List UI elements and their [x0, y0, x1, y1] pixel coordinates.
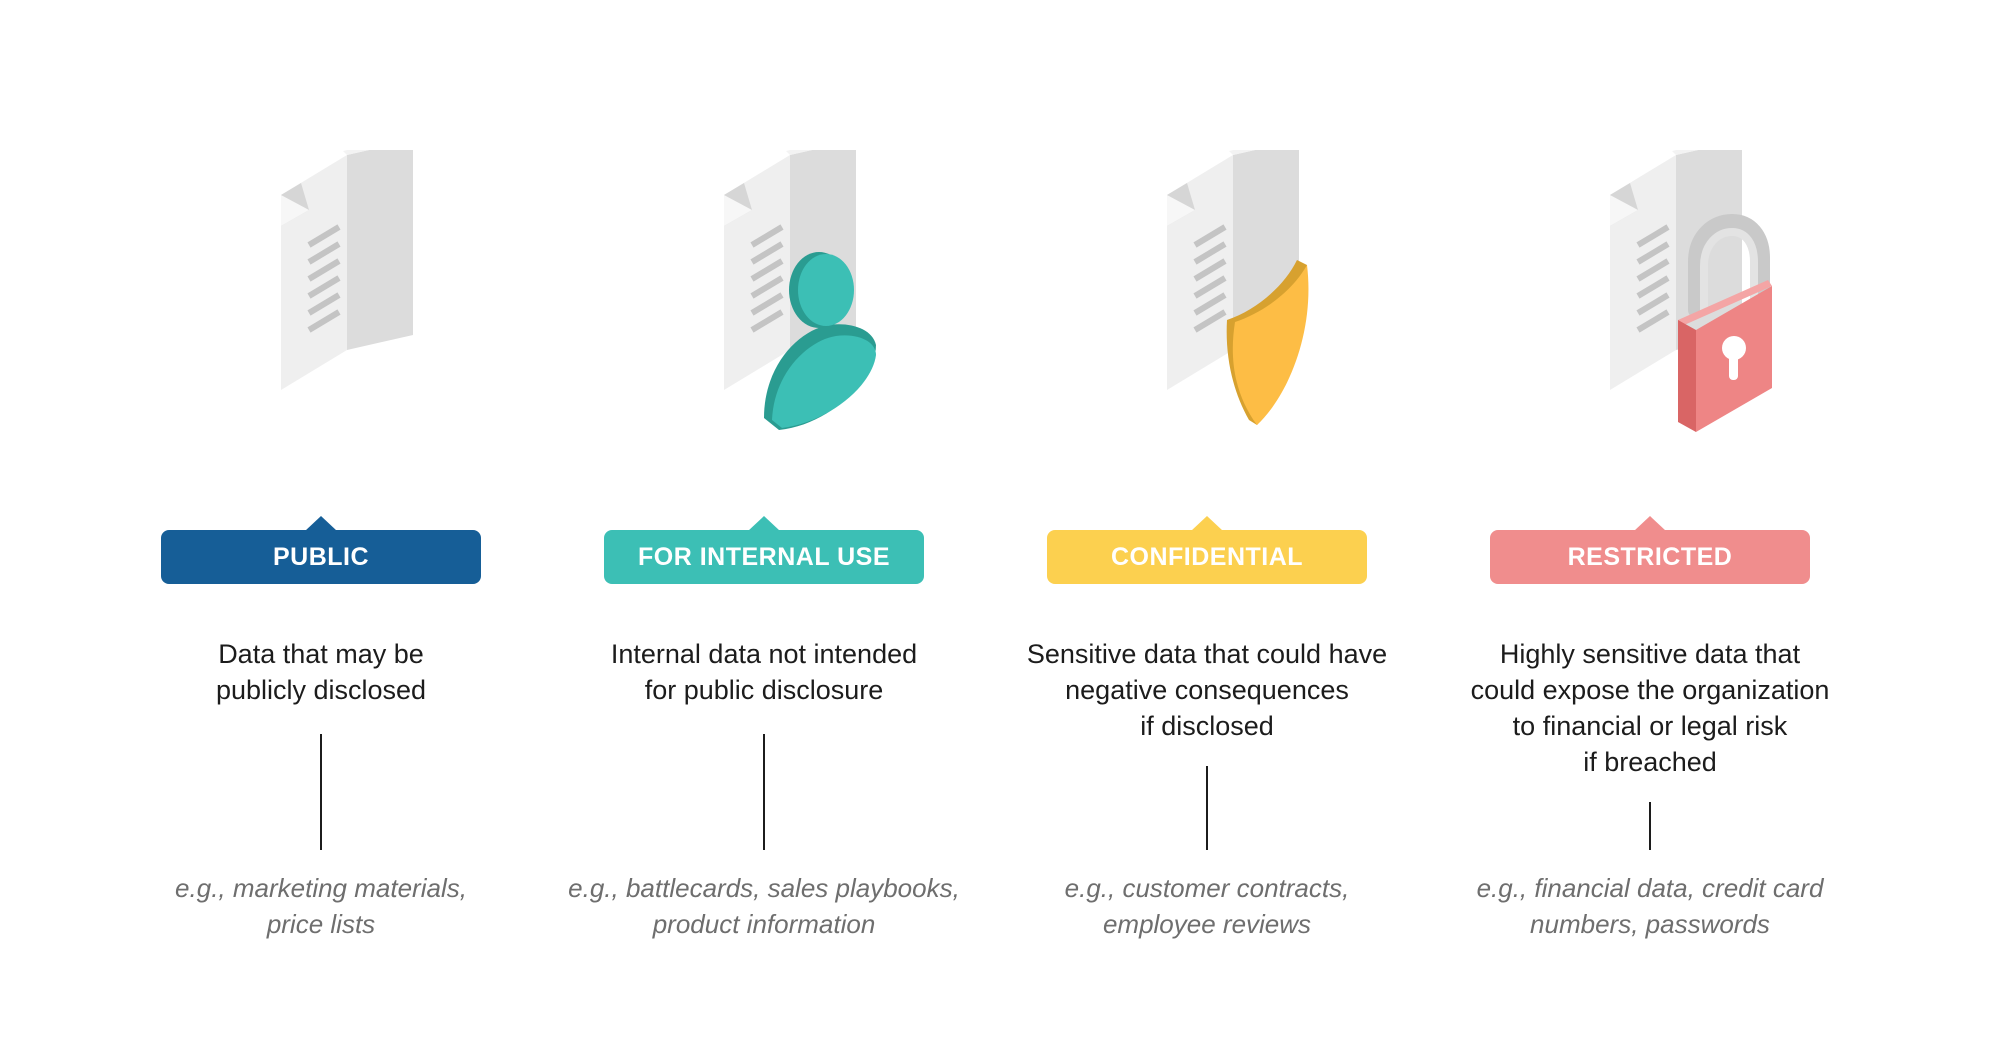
examples-line: numbers, passwords	[1530, 909, 1770, 939]
examples-line: employee reviews	[1102, 909, 1312, 939]
document-shield-illustration	[1057, 150, 1357, 450]
label-confidential-text: CONFIDENTIAL	[1110, 542, 1304, 571]
category-public: PUBLIC Data that may be publicly disclos…	[111, 0, 531, 1050]
description-line: Sensitive data that could have	[1026, 639, 1388, 669]
description-line: to financial or legal risk	[1512, 711, 1788, 741]
description-line: Highly sensitive data that	[1499, 639, 1801, 669]
examples-line: e.g., battlecards, sales playbooks,	[568, 873, 960, 903]
label-internal: FOR INTERNAL USE	[604, 516, 924, 584]
connector-line	[1206, 766, 1208, 850]
examples-public: e.g., marketing materials, price lists	[111, 870, 531, 942]
shield-icon	[1167, 150, 1309, 425]
document-icon	[281, 150, 413, 390]
connector-line	[763, 734, 765, 850]
description-line: could expose the organization	[1470, 675, 1830, 705]
description-internal: Internal data not intended for public di…	[554, 636, 974, 708]
description-confidential: Sensitive data that could have negative …	[997, 636, 1417, 744]
examples-line: price lists	[266, 909, 376, 939]
description-line: Internal data not intended	[610, 639, 918, 669]
label-restricted-text: RESTRICTED	[1567, 542, 1733, 571]
connector-line	[320, 734, 322, 850]
lock-icon	[1610, 150, 1772, 432]
examples-line: e.g., financial data, credit card	[1476, 873, 1824, 903]
category-internal: FOR INTERNAL USE Internal data not inten…	[554, 0, 974, 1050]
examples-internal: e.g., battlecards, sales playbooks, prod…	[554, 870, 974, 942]
document-user-illustration	[614, 150, 914, 450]
label-confidential: CONFIDENTIAL	[1047, 516, 1367, 584]
label-public-text: PUBLIC	[272, 542, 370, 571]
description-public: Data that may be publicly disclosed	[111, 636, 531, 708]
connector-line	[1649, 802, 1651, 850]
category-restricted: RESTRICTED Highly sensitive data that co…	[1440, 0, 1860, 1050]
examples-restricted: e.g., financial data, credit card number…	[1440, 870, 1860, 942]
document-lock-illustration	[1500, 150, 1800, 450]
examples-confidential: e.g., customer contracts, employee revie…	[997, 870, 1417, 942]
label-internal-text: FOR INTERNAL USE	[638, 542, 890, 571]
label-restricted: RESTRICTED	[1490, 516, 1810, 584]
document-illustration	[171, 150, 471, 450]
description-line: if breached	[1583, 747, 1717, 777]
examples-line: e.g., marketing materials,	[175, 873, 467, 903]
description-restricted: Highly sensitive data that could expose …	[1440, 636, 1860, 780]
description-line: if disclosed	[1140, 711, 1274, 741]
label-public: PUBLIC	[161, 516, 481, 584]
category-confidential: CONFIDENTIAL Sensitive data that could h…	[997, 0, 1417, 1050]
description-line: Data that may be	[218, 639, 424, 669]
examples-line: product information	[652, 909, 876, 939]
description-line: for public disclosure	[644, 675, 884, 705]
examples-line: e.g., customer contracts,	[1064, 873, 1350, 903]
user-icon	[724, 150, 876, 430]
description-line: negative consequences	[1065, 675, 1349, 705]
description-line: publicly disclosed	[215, 675, 427, 705]
